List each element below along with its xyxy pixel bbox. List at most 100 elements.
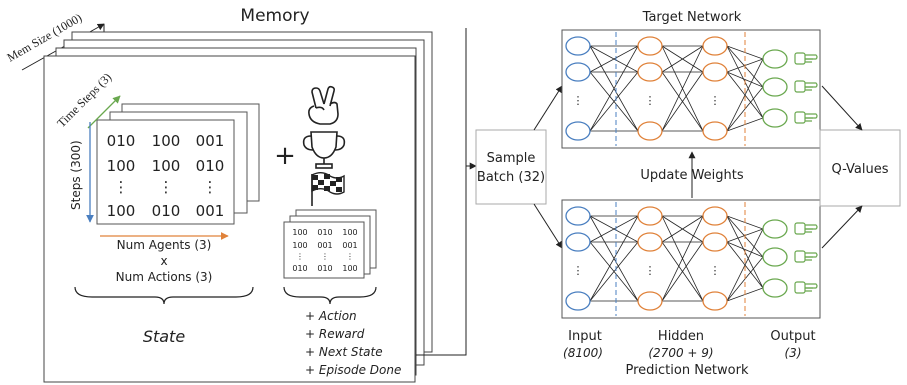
- state-label: State: [143, 327, 186, 346]
- plus-sign: +: [274, 141, 296, 171]
- output-size: (3): [785, 346, 802, 360]
- hidden-node: [702, 206, 728, 226]
- network-edge: [589, 45, 639, 73]
- output-node: [762, 247, 788, 267]
- num-agents-label: Num Agents (3): [117, 238, 212, 252]
- output-node: [762, 219, 788, 239]
- extra-next-state: + Next State: [305, 345, 383, 359]
- network-edge: [726, 241, 764, 258]
- next-state-cell: 100: [292, 241, 307, 250]
- network-edge: [661, 241, 704, 302]
- ellipsis-dots: ⋮: [573, 264, 584, 277]
- state-cell: ⋮: [114, 178, 129, 196]
- hidden-node: [637, 121, 663, 141]
- network-edge: [661, 215, 704, 243]
- time-steps-arrow: [87, 95, 121, 129]
- hidden-node: [702, 232, 728, 252]
- ellipsis-dots: ⋮: [710, 94, 721, 107]
- hidden-node: [702, 62, 728, 82]
- pointing-hand-icon: [794, 281, 818, 294]
- pointing-hand-icon: [794, 52, 818, 65]
- output-node: [762, 108, 788, 128]
- prediction-network: ⋮ ⋮ ⋮: [565, 202, 818, 316]
- network-edge: [589, 241, 639, 302]
- network-edge: [661, 71, 704, 132]
- state-matrix: 010 100 001 100 100 010 ⋮ ⋮ ⋮ 100 010 00…: [107, 132, 225, 220]
- peace-hand-icon: [308, 85, 339, 125]
- next-state-cell: 100: [292, 228, 307, 237]
- extras-brace: [283, 286, 377, 305]
- hidden-node: [702, 36, 728, 56]
- memory-group: Memory Mem Size (1000) ... 010 100 001 1…: [5, 6, 433, 383]
- next-state-card: [283, 221, 365, 279]
- network-edge: [726, 58, 764, 132]
- output-node: [762, 278, 788, 298]
- input-label: Input: [568, 329, 602, 344]
- extra-reward: + Reward: [305, 327, 365, 341]
- q-values-box: [819, 129, 901, 207]
- output-label: Output: [770, 329, 815, 344]
- ellipsis-dots: ⋮: [645, 94, 656, 107]
- times-sign: x: [160, 254, 167, 268]
- network-edge: [589, 215, 639, 302]
- ellipsis-dots: ⋮: [645, 264, 656, 277]
- state-cell: 010: [152, 202, 181, 220]
- sample-batch-box: [475, 129, 547, 205]
- input-node: [565, 232, 591, 252]
- output-node: [762, 49, 788, 69]
- state-cell: 001: [196, 132, 225, 150]
- output-node: [762, 77, 788, 97]
- hidden-node: [637, 62, 663, 82]
- batch-to-target-arrow: [533, 85, 563, 131]
- target-to-q-arrow: [821, 85, 863, 131]
- state-cell: ⋮: [203, 178, 218, 196]
- q-values-label: Q-Values: [832, 162, 889, 177]
- state-cell: 001: [196, 202, 225, 220]
- next-state-cell: 010: [317, 264, 332, 273]
- hidden-node: [637, 36, 663, 56]
- state-cell: 010: [107, 132, 136, 150]
- sample-batch-line1: Sample: [487, 151, 536, 166]
- state-cell: 100: [152, 157, 181, 175]
- state-card: [96, 119, 235, 225]
- pointing-hand-icon: [794, 250, 818, 263]
- next-state-cell: ⋮: [296, 252, 304, 261]
- network-edge: [726, 71, 764, 88]
- network-edge: [661, 45, 704, 132]
- target-network: ⋮ ⋮ ⋮: [565, 32, 818, 146]
- next-state-cell: 010: [292, 264, 307, 273]
- extra-episode-done: + Episode Done: [305, 363, 401, 377]
- pointing-hand-icon: [794, 111, 818, 124]
- ellipsis-dots: ⋮: [710, 264, 721, 277]
- next-state-cell: ⋮: [346, 252, 354, 261]
- target-network-title: Target Network: [642, 10, 742, 25]
- input-node: [565, 291, 591, 311]
- batch-to-prediction-arrow: [533, 203, 563, 249]
- network-edge: [589, 215, 639, 243]
- network-edge: [589, 71, 639, 132]
- memory-to-batch-connector: [416, 28, 467, 356]
- state-cell: 100: [107, 202, 136, 220]
- network-edges: [589, 215, 764, 302]
- pointing-hand-icon: [794, 222, 818, 235]
- memory-title: Memory: [240, 6, 309, 26]
- prediction-to-q-arrow: [821, 205, 863, 249]
- network-edge: [726, 228, 764, 302]
- num-actions-label: Num Actions (3): [116, 270, 213, 284]
- network-edge: [661, 45, 704, 73]
- hidden-node: [702, 121, 728, 141]
- input-node: [565, 206, 591, 226]
- sample-batch-line2: Batch (32): [477, 170, 545, 185]
- next-state-cell: 100: [342, 264, 357, 273]
- network-edge: [589, 45, 639, 132]
- hidden-node: [702, 291, 728, 311]
- state-cell: ⋮: [159, 178, 174, 196]
- ellipsis-dots: ⋮: [573, 94, 584, 107]
- next-state-cell: 001: [342, 241, 357, 250]
- steps-label: Steps (300): [69, 140, 83, 210]
- input-node: [565, 62, 591, 82]
- checkered-flag-icon: [311, 172, 345, 206]
- next-state-cell: 001: [317, 241, 332, 250]
- state-cell: 010: [196, 157, 225, 175]
